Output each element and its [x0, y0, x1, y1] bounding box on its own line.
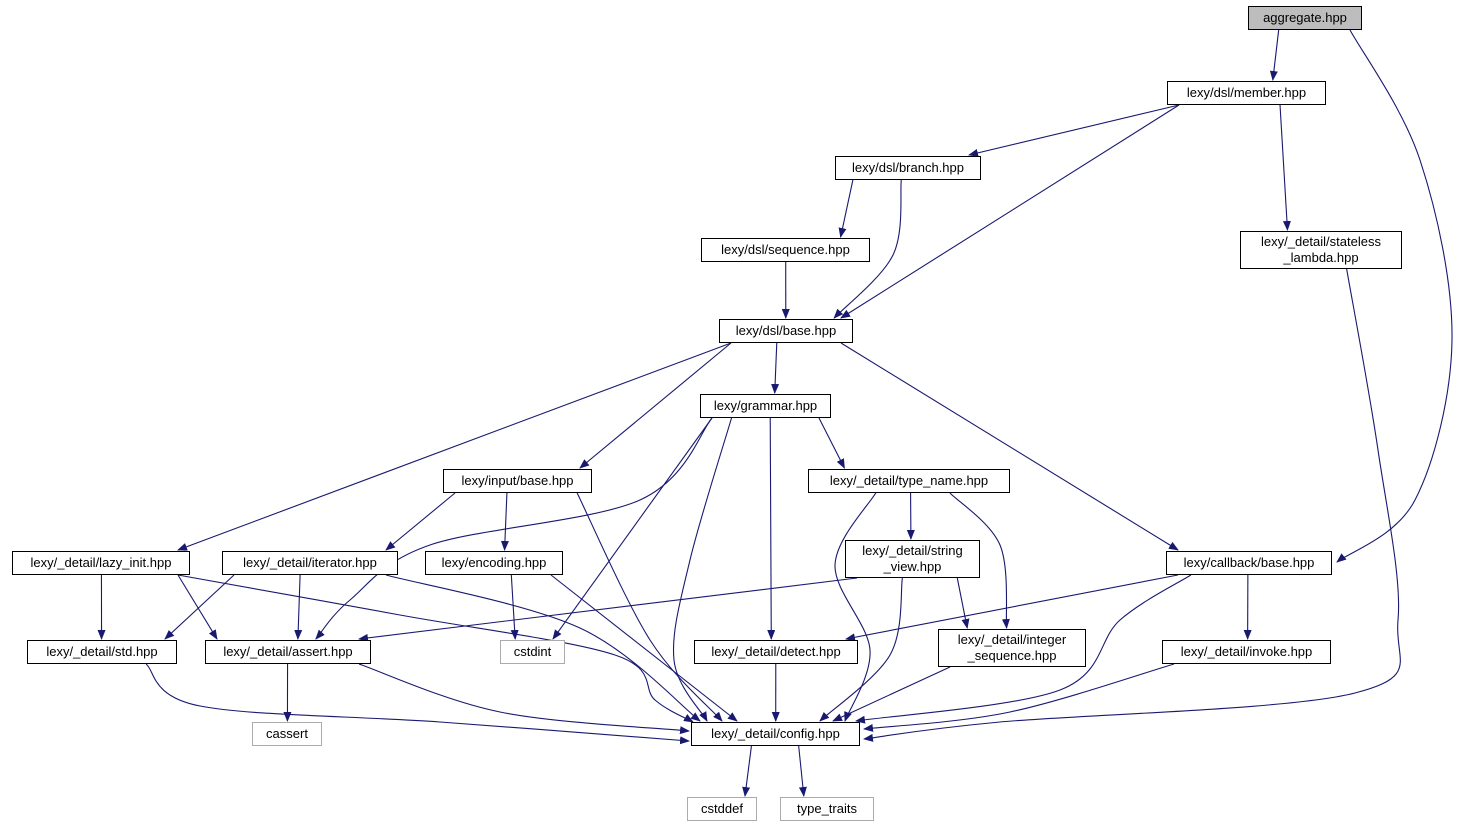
node-label: cassert	[266, 725, 308, 741]
node-label: lexy/encoding.hpp	[441, 554, 547, 570]
edge-branch-to-base	[833, 179, 902, 319]
node-sequence[interactable]: lexy/dsl/sequence.hpp	[701, 238, 870, 262]
node-type_traits: type_traits	[780, 797, 874, 821]
node-std[interactable]: lexy/_detail/std.hpp	[27, 640, 177, 664]
edge-type_name-to-config	[834, 492, 877, 722]
node-label: aggregate.hpp	[1263, 9, 1347, 25]
node-label: lexy/callback/base.hpp	[1183, 554, 1315, 570]
edge-type_name-to-integer_seq	[949, 492, 1010, 629]
node-type_name[interactable]: lexy/_detail/type_name.hpp	[808, 469, 1010, 493]
edge-group	[97, 29, 1453, 797]
edge-base-to-input_base	[579, 342, 732, 469]
edge-member-to-base	[840, 104, 1180, 319]
node-label: lexy/dsl/base.hpp	[735, 322, 837, 338]
edge-iterator-to-assert	[294, 574, 303, 640]
node-cstdint: cstdint	[500, 640, 565, 664]
node-iterator[interactable]: lexy/_detail/iterator.hpp	[222, 551, 398, 575]
node-label: lexy/_detail/invoke.hpp	[1180, 643, 1313, 659]
node-label: cstddef	[701, 800, 743, 816]
node-label: _view.hpp	[883, 559, 942, 574]
edge-base-to-callback_base	[840, 342, 1179, 551]
edge-grammar-to-type_name	[818, 417, 845, 469]
node-label: lexy/_detail/type_name.hpp	[829, 472, 989, 488]
edge-aggregate-to-member	[1269, 29, 1280, 81]
edge-string_view-to-assert	[358, 577, 858, 642]
edge-grammar-to-cstdint	[552, 417, 713, 640]
node-label: lexy/_detail/lazy_init.hpp	[30, 554, 172, 570]
edge-iterator-to-std	[164, 574, 235, 640]
node-config[interactable]: lexy/_detail/config.hpp	[691, 722, 860, 746]
edge-aggregate-to-callback_base	[1336, 29, 1453, 563]
node-label: lexy/_detail/config.hpp	[711, 725, 840, 741]
edge-encoding-to-cstdint	[510, 574, 519, 640]
edge-input_base-to-config	[576, 492, 723, 722]
edge-input_base-to-encoding	[500, 492, 509, 551]
edge-std-to-config	[145, 663, 690, 745]
node-label: lexy/_detail/string	[862, 542, 963, 558]
edge-encoding-to-config	[550, 574, 738, 722]
edge-base-to-grammar	[771, 342, 780, 394]
edge-input_base-to-iterator	[385, 492, 456, 551]
edge-integer_seq-to-config	[832, 666, 951, 722]
node-assert[interactable]: lexy/_detail/assert.hpp	[205, 640, 371, 664]
node-label: cstdint	[513, 643, 552, 659]
edge-assert-to-config	[358, 663, 690, 735]
node-label: lexy/_detail/stateless	[1261, 233, 1381, 249]
edge-lazy_init-to-config	[177, 574, 694, 723]
node-aggregate: aggregate.hpp	[1248, 6, 1362, 30]
edge-iterator-to-config	[385, 574, 701, 722]
node-base[interactable]: lexy/dsl/base.hpp	[719, 319, 853, 343]
edge-lazy_init-to-assert	[177, 574, 218, 640]
edge-config-to-cstddef	[742, 745, 752, 797]
edge-string_view-to-integer_seq	[956, 577, 970, 629]
node-cstddef: cstddef	[687, 797, 757, 821]
node-label: lexy/dsl/branch.hpp	[851, 159, 964, 175]
edge-callback_base-to-detect	[845, 574, 1179, 642]
edge-member-to-branch	[968, 104, 1180, 157]
edge-stateless-to-config	[863, 268, 1401, 742]
node-label: lexy/grammar.hpp	[713, 397, 818, 413]
node-member[interactable]: lexy/dsl/member.hpp	[1167, 81, 1326, 105]
node-lazy_init[interactable]: lexy/_detail/lazy_init.hpp	[12, 551, 190, 575]
node-stateless[interactable]: lexy/_detail/stateless_lambda.hpp	[1240, 231, 1402, 269]
node-integer_seq[interactable]: lexy/_detail/integer_sequence.hpp	[938, 629, 1086, 667]
node-invoke[interactable]: lexy/_detail/invoke.hpp	[1162, 640, 1331, 664]
node-label: lexy/_detail/integer	[957, 631, 1067, 647]
edge-config-to-type_traits	[798, 745, 807, 797]
node-encoding[interactable]: lexy/encoding.hpp	[425, 551, 563, 575]
edge-base-to-lazy_init	[177, 342, 732, 551]
node-label: lexy/dsl/member.hpp	[1186, 84, 1307, 100]
node-detect[interactable]: lexy/_detail/detect.hpp	[694, 640, 858, 664]
node-label: _sequence.hpp	[967, 648, 1057, 663]
edge-grammar-to-config	[672, 417, 733, 722]
edge-member-to-stateless	[1279, 104, 1291, 231]
node-label: lexy/_detail/assert.hpp	[223, 643, 353, 659]
edge-string_view-to-config	[819, 577, 903, 722]
node-label: type_traits	[797, 800, 857, 816]
node-label: lexy/input/base.hpp	[461, 472, 574, 488]
node-string_view[interactable]: lexy/_detail/string_view.hpp	[845, 540, 980, 578]
edge-grammar-to-assert	[315, 417, 713, 640]
node-label: _lambda.hpp	[1283, 250, 1359, 265]
node-callback_base[interactable]: lexy/callback/base.hpp	[1166, 551, 1332, 575]
edge-branch-to-sequence	[838, 179, 854, 238]
edge-grammar-to-detect	[767, 417, 776, 640]
node-input_base[interactable]: lexy/input/base.hpp	[443, 469, 592, 493]
node-label: lexy/_detail/detect.hpp	[711, 643, 841, 659]
node-label: lexy/_detail/std.hpp	[46, 643, 158, 659]
node-label: lexy/dsl/sequence.hpp	[721, 241, 850, 257]
edge-invoke-to-config	[863, 663, 1175, 732]
node-grammar[interactable]: lexy/grammar.hpp	[700, 394, 831, 418]
edge-callback_base-to-config	[855, 574, 1192, 724]
node-cassert: cassert	[252, 722, 322, 746]
node-branch[interactable]: lexy/dsl/branch.hpp	[835, 156, 981, 180]
node-label: lexy/_detail/iterator.hpp	[243, 554, 377, 570]
